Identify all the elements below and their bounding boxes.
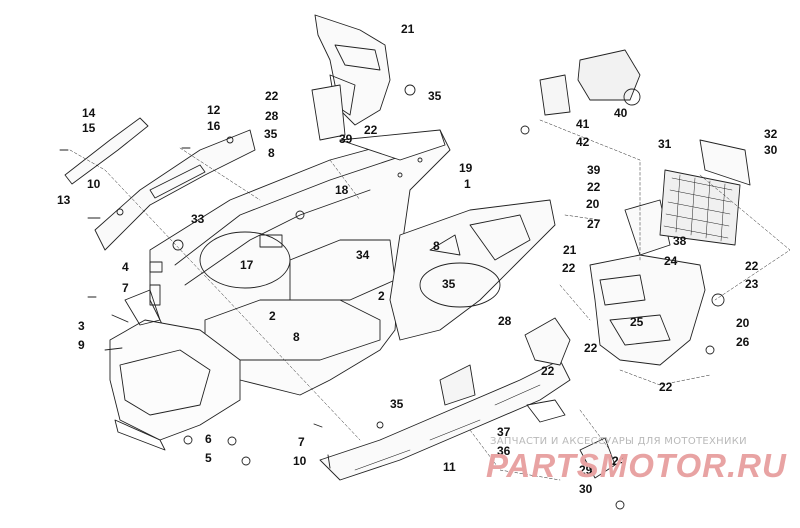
- callout-22: 22: [659, 380, 673, 394]
- callout-20: 20: [586, 197, 600, 211]
- callout-22: 22: [584, 341, 598, 355]
- callout-20: 20: [736, 316, 750, 330]
- callout-22: 22: [364, 123, 378, 137]
- callout-16: 16: [207, 119, 221, 133]
- callout-22: 22: [587, 180, 601, 194]
- left-rail: [94, 129, 256, 251]
- callout-35: 35: [442, 277, 456, 291]
- callout-28: 28: [265, 109, 279, 123]
- callout-4: 4: [122, 260, 129, 274]
- callout-12: 12: [207, 103, 221, 117]
- callout-34: 34: [356, 248, 370, 262]
- callout-24: 24: [664, 254, 678, 268]
- callout-21: 21: [563, 243, 577, 257]
- callout-42: 42: [576, 135, 590, 149]
- callout-30: 30: [579, 482, 593, 496]
- callout-40: 40: [614, 106, 628, 120]
- callout-10: 10: [293, 454, 307, 468]
- callout-10: 10: [87, 177, 101, 191]
- side-panel-right: [389, 199, 556, 341]
- callout-8: 8: [293, 330, 300, 344]
- mesh-screen: [659, 139, 751, 246]
- callout-28: 28: [498, 314, 512, 328]
- callout-1: 1: [464, 177, 471, 191]
- callout-37: 37: [497, 425, 511, 439]
- fasteners: [59, 84, 725, 510]
- rear-bracket-cluster: [589, 199, 706, 366]
- callout-15: 15: [82, 121, 96, 135]
- callout-14: 14: [82, 106, 96, 120]
- top-bracket: [311, 14, 391, 141]
- callout-27: 27: [587, 217, 601, 231]
- callout-29: 29: [579, 463, 593, 477]
- callout-2: 2: [378, 289, 385, 303]
- callout-6: 6: [205, 432, 212, 446]
- watermark-brand: PARTSMOTOR.RU: [486, 447, 787, 484]
- engine-module: [520, 49, 641, 135]
- callout-18: 18: [335, 183, 349, 197]
- running-board: [319, 359, 571, 481]
- callout-21: 21: [401, 22, 415, 36]
- callout-35: 35: [390, 397, 404, 411]
- callout-19: 19: [459, 161, 473, 175]
- watermark-caption: ЗАПЧАСТИ И АКСЕССУАРЫ ДЛЯ МОТОТЕХНИКИ: [490, 436, 747, 447]
- callout-3: 3: [78, 319, 85, 333]
- callout-30: 30: [764, 143, 778, 157]
- callout-26: 26: [736, 335, 750, 349]
- callout-35: 35: [264, 127, 278, 141]
- callout-33: 33: [191, 212, 205, 226]
- callout-9: 9: [78, 338, 85, 352]
- callout-38: 38: [673, 234, 687, 248]
- callout-2: 2: [269, 309, 276, 323]
- upper-bar: [64, 117, 149, 185]
- callout-25: 25: [630, 315, 644, 329]
- callout-41: 41: [576, 117, 590, 131]
- callout-23: 23: [745, 277, 759, 291]
- callout-5: 5: [205, 451, 212, 465]
- leader-lines: [69, 119, 791, 481]
- callout-11: 11: [443, 460, 456, 474]
- callout-22: 22: [562, 261, 576, 275]
- callout-35: 35: [428, 89, 442, 103]
- callout-24: 24: [612, 454, 626, 468]
- callout-17: 17: [240, 258, 254, 272]
- callout-13: 13: [57, 193, 71, 207]
- callout-39: 39: [339, 132, 353, 146]
- callout-8: 8: [433, 239, 440, 253]
- callout-22: 22: [265, 89, 279, 103]
- callout-22: 22: [745, 259, 759, 273]
- callout-22: 22: [541, 364, 555, 378]
- callout-39: 39: [587, 163, 601, 177]
- callout-36: 36: [497, 444, 511, 458]
- callout-8: 8: [268, 146, 275, 160]
- lower-bracket: [524, 317, 571, 366]
- foot-bracket: [579, 437, 616, 479]
- callout-31: 31: [658, 137, 672, 151]
- front-nose: [109, 289, 241, 451]
- callout-7: 7: [298, 435, 305, 449]
- callout-32: 32: [764, 127, 778, 141]
- callout-7: 7: [122, 281, 129, 295]
